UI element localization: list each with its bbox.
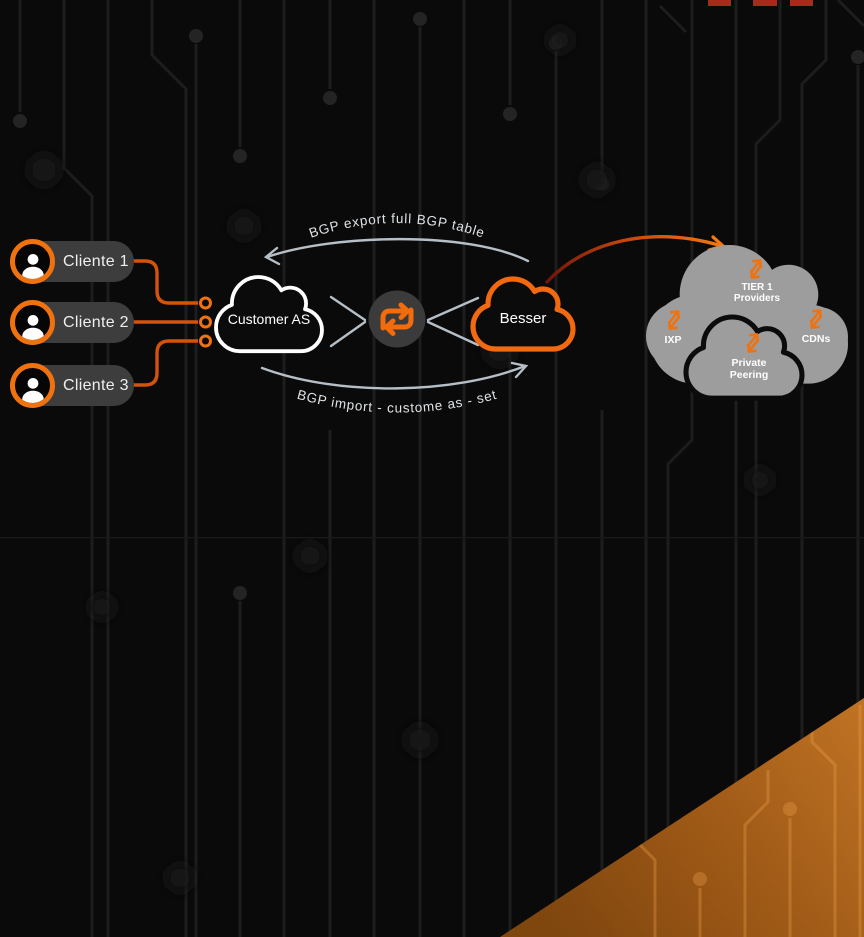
exchange-icon	[368, 290, 426, 348]
bgp-export-arrow	[263, 237, 530, 266]
client-card-1: Cliente 1	[10, 239, 134, 284]
bgp-export-label: BGP export full BGP table	[307, 211, 487, 241]
red-accent-bars	[708, 0, 813, 6]
connector-client1	[131, 259, 198, 305]
private-peering-label-line1: Private	[731, 357, 766, 369]
circuit-glow-dots	[28, 27, 773, 892]
arrowhead-right-icon	[510, 361, 529, 379]
client-connectors	[131, 259, 198, 387]
client-label: Cliente 3	[63, 376, 129, 394]
ixp-label: IXP	[665, 334, 682, 346]
client-card-3: Cliente 3	[10, 363, 134, 408]
private-peering-cloud	[683, 314, 805, 401]
client-label: Cliente 1	[63, 252, 129, 270]
besser-cloud: Besser	[470, 276, 576, 352]
besser-label: Besser	[500, 310, 547, 327]
customer-as-label: Customer AS	[228, 311, 310, 327]
corner-triangle	[500, 698, 864, 937]
private-peering-label-line2: Peering	[730, 369, 769, 381]
user-avatar-icon	[10, 300, 55, 345]
circuit-pattern	[18, 0, 864, 937]
customer-as-cloud: Customer AS	[214, 275, 324, 354]
tier1-label-line2: Providers	[734, 293, 781, 304]
exchange-links	[329, 295, 480, 348]
client-card-2: Cliente 2	[10, 300, 134, 345]
client-label: Cliente 2	[63, 313, 129, 331]
bgp-import-label: BGP import - custome as - set	[296, 387, 499, 416]
tier1-label-line1: TIER 1	[741, 282, 773, 293]
background-seam-line	[0, 537, 864, 539]
cdns-label: CDNs	[802, 333, 831, 345]
arrowhead-left-icon	[263, 246, 281, 266]
provider-cloud-cluster: TIER 1 Providers IXP CDNs Private Peerin…	[646, 245, 849, 401]
connector-client3	[131, 339, 198, 387]
connector-ring-terminals	[199, 296, 212, 348]
bgp-import-arrow	[260, 361, 529, 390]
user-avatar-icon	[10, 363, 55, 408]
user-avatar-icon	[10, 239, 55, 284]
